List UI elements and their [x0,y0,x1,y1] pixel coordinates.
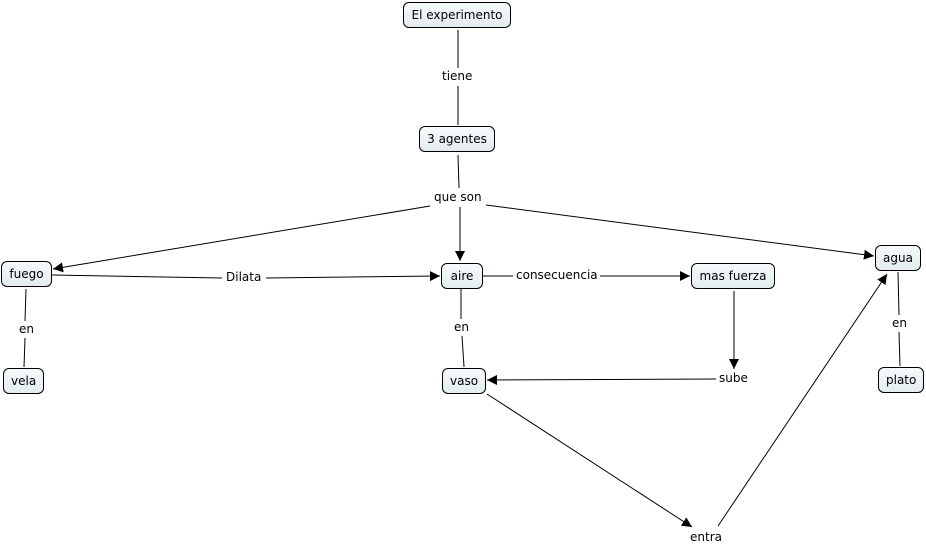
line-fuego-en [24,288,27,322]
concept-3-agentes[interactable]: 3 agentes [419,126,495,152]
line-sube-vaso [486,374,717,385]
line-queson-agua [485,204,875,260]
line-entra-agua [717,273,888,527]
concept-agua[interactable]: agua [875,245,921,271]
link-en-aire-vaso[interactable]: en [452,320,471,335]
line-queson-fuego [52,205,431,273]
concept-vela[interactable]: vela [3,368,44,394]
line-agua-en [897,271,900,316]
link-en-agua-plato[interactable]: en [890,316,909,331]
line-en-vaso [461,335,465,368]
link-tiene[interactable]: tiene [440,69,475,84]
link-en-fuego-vela[interactable]: en [17,322,36,337]
link-sube[interactable]: sube [717,371,750,386]
link-que-son[interactable]: que son [432,190,484,205]
line-dilata-aire [265,271,441,282]
line-en-vela [23,337,26,368]
link-entra[interactable]: entra [688,530,724,545]
concept-vaso[interactable]: vaso [442,368,486,394]
line-vaso-entra [486,393,693,528]
link-consecuencia[interactable]: consecuencia [514,268,600,283]
line-fuego-dilata [51,274,223,279]
concept-mas-fuerza[interactable]: mas fuerza [691,263,775,289]
line-agentes-queson [457,154,460,189]
concept-el-experimento[interactable]: El experimento [403,2,511,28]
link-dilata[interactable]: Dilata [224,270,264,285]
concept-plato[interactable]: plato [878,367,924,393]
line-en-plato [898,331,901,367]
concept-aire[interactable]: aire [441,263,483,289]
concept-fuego[interactable]: fuego [1,261,52,287]
